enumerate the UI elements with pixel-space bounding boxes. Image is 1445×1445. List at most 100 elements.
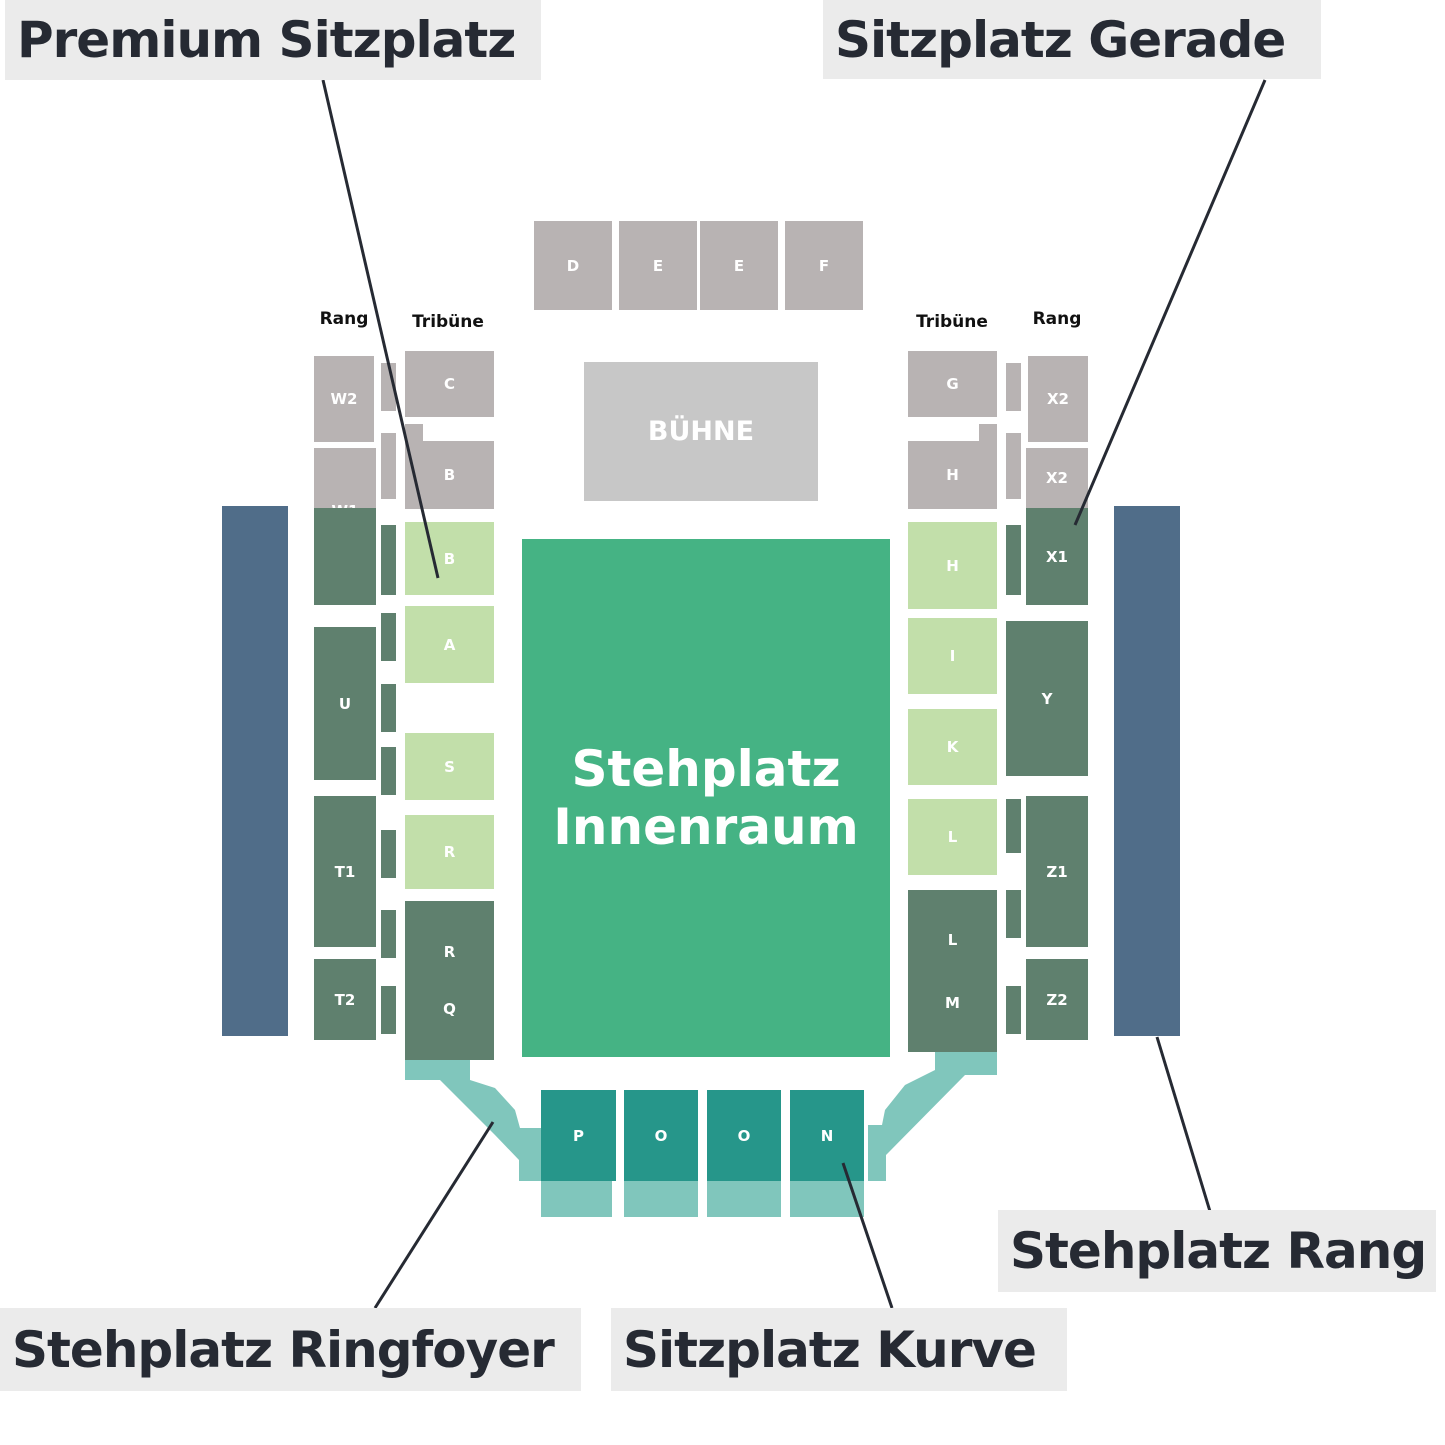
section-c[interactable]: C (405, 351, 494, 417)
leader-gerade (1073, 79, 1267, 526)
strip (1006, 525, 1021, 595)
section-label: I (949, 647, 956, 665)
section-label: F (818, 256, 830, 275)
section-label: H (946, 466, 959, 484)
strip (381, 433, 396, 499)
section-w1-upper[interactable]: W1 (314, 448, 376, 520)
section-label: X1 (1045, 547, 1068, 566)
section-label: Q (443, 1000, 456, 1019)
section-u[interactable]: U (314, 627, 376, 780)
section-t2[interactable]: T2 (314, 959, 376, 1040)
strip (381, 363, 396, 411)
section-o1[interactable]: O (624, 1090, 698, 1181)
section-label: T1 (334, 862, 356, 881)
section-r-premium[interactable]: R (405, 815, 494, 889)
section-e2[interactable]: E (700, 221, 778, 310)
section-label: X2 (1045, 469, 1068, 487)
section-g[interactable]: G (908, 351, 997, 417)
ringfoyer-bottom (541, 1181, 864, 1217)
innenraum-label-1: Stehplatz (571, 740, 841, 798)
strip (1006, 799, 1021, 853)
section-e1[interactable]: E (619, 221, 697, 310)
section-n[interactable]: N (790, 1090, 864, 1181)
section-label: D (566, 256, 580, 275)
section-w2[interactable]: W2 (314, 356, 374, 442)
section-label: Z2 (1046, 990, 1068, 1009)
section-label: Z1 (1046, 862, 1068, 881)
strip (381, 910, 396, 958)
section-y[interactable]: Y (1006, 621, 1088, 776)
section-k[interactable]: K (908, 709, 997, 785)
stehplatz-rang-left[interactable] (222, 506, 288, 1036)
strip (1006, 986, 1021, 1034)
header-tribune-left: Tribüne (412, 312, 484, 332)
callout-stehplatz-rang: Stehplatz Rang (998, 1210, 1436, 1292)
section-x2-upper[interactable]: X2 (1028, 356, 1088, 442)
section-label: E (733, 256, 745, 275)
section-label: E (652, 256, 664, 275)
stage: BÜHNE (584, 362, 818, 501)
section-w1-lower[interactable] (314, 508, 376, 605)
callout-sitzplatz-kurve: Sitzplatz Kurve (611, 1308, 1067, 1391)
stage-label: BÜHNE (647, 416, 755, 447)
section-label: U (338, 694, 352, 713)
section-s[interactable]: S (405, 733, 494, 800)
section-label: C (443, 375, 455, 393)
section-h-premium[interactable]: H (908, 522, 997, 609)
section-h-upper[interactable]: H (908, 441, 997, 509)
section-x2-lower[interactable]: X2 (1026, 448, 1088, 508)
section-label: L (947, 828, 958, 846)
section-t1[interactable]: T1 (314, 796, 376, 947)
section-label: R (443, 942, 456, 961)
header-rang-left: Rang (319, 309, 369, 329)
notch (979, 424, 997, 444)
section-p[interactable]: P (541, 1090, 616, 1181)
section-label: P (573, 1126, 584, 1145)
section-f[interactable]: F (785, 221, 863, 310)
gap (781, 1181, 790, 1217)
ringfoyer-left (405, 1060, 541, 1181)
section-label: R (443, 843, 456, 861)
section-b-upper[interactable]: B (405, 441, 494, 509)
section-o2[interactable]: O (707, 1090, 781, 1181)
section-r-q[interactable]: R Q (405, 901, 494, 1060)
stehplatz-innenraum[interactable]: Stehplatz Innenraum (522, 539, 890, 1057)
section-z1[interactable]: Z1 (1026, 796, 1088, 947)
section-label: O (654, 1126, 668, 1145)
header-tribune-right: Tribüne (916, 312, 988, 332)
stehplatz-rang-right[interactable] (1114, 506, 1180, 1036)
strip (1006, 890, 1021, 938)
header-rang-right: Rang (1032, 309, 1082, 329)
section-label: X2 (1046, 390, 1069, 408)
section-i[interactable]: I (908, 618, 997, 694)
section-d[interactable]: D (534, 221, 612, 310)
section-label: L (947, 930, 958, 949)
gap (612, 1181, 624, 1217)
section-b-premium[interactable]: B (405, 522, 494, 595)
section-x1[interactable]: X1 (1026, 508, 1088, 605)
innenraum-label-2: Innenraum (553, 798, 859, 856)
strip (381, 747, 396, 795)
section-z2[interactable]: Z2 (1026, 959, 1088, 1040)
strip (1006, 433, 1021, 499)
section-label: H (946, 556, 959, 575)
strip (1006, 363, 1021, 411)
callout-premium-sitzplatz: Premium Sitzplatz (5, 0, 541, 80)
section-l-premium[interactable]: L (908, 799, 997, 875)
section-label: K (946, 738, 959, 756)
section-label: G (946, 375, 959, 393)
callout-stehplatz-ringfoyer: Stehplatz Ringfoyer (0, 1308, 581, 1391)
callout-sitzplatz-gerade: Sitzplatz Gerade (823, 0, 1321, 79)
section-l-m[interactable]: L M (908, 890, 997, 1052)
section-a[interactable]: A (405, 606, 494, 683)
section-label: W2 (330, 390, 358, 408)
ringfoyer-right (868, 1052, 997, 1181)
strip (381, 613, 396, 661)
section-label: B (443, 549, 456, 568)
strip (381, 986, 396, 1034)
strip (381, 684, 396, 732)
leader-ringfoyer (373, 1121, 495, 1309)
section-label: O (737, 1126, 751, 1145)
section-label: N (820, 1126, 834, 1145)
